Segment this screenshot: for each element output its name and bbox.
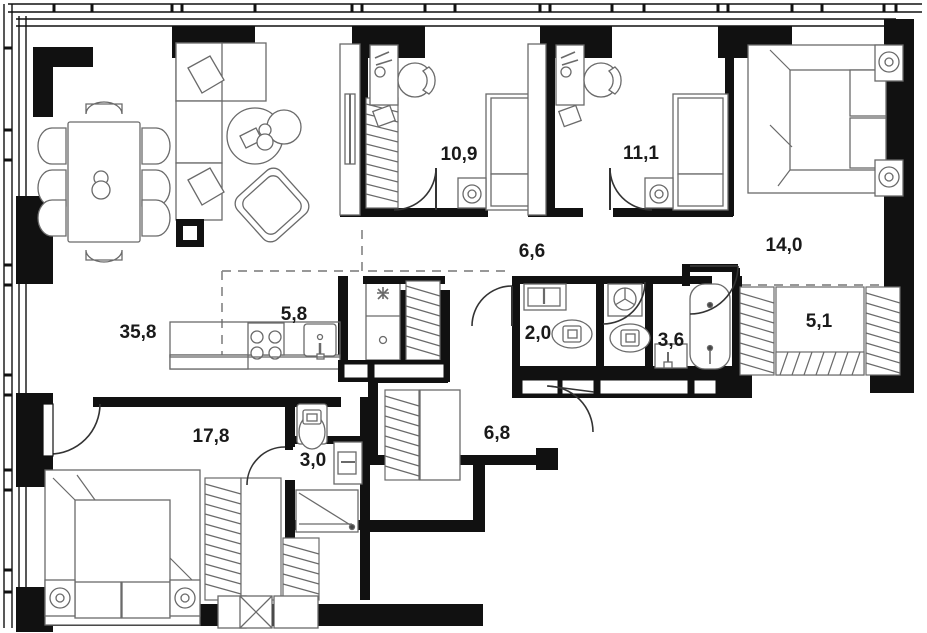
room-label-living-kitchen: 35,8 [119,322,157,343]
room-label-corridor-upper: 6,6 [518,241,546,262]
facade-glazing [3,3,922,628]
bedroom-178-furniture [44,469,201,626]
bathroom-36-fixtures [607,283,731,370]
wardrobe-hatching [204,97,901,601]
room-label-corridor-lower: 6,8 [483,423,511,444]
room-label-walk-in-closet: 5,1 [805,311,833,332]
door-swings [49,167,739,486]
wc-20-fixtures [523,283,593,349]
room-label-wc: 2,0 [524,323,552,344]
room-label-bathroom-main: 3,6 [657,330,685,351]
corridor-cabinet [419,389,461,481]
bathroom-30-fixtures [295,403,363,533]
kitchen-units [169,322,341,370]
structural-column [176,219,204,247]
living-room-furniture [37,42,310,263]
wall-cap [363,276,445,284]
room-label-bedroom-small-1: 10,9 [440,144,478,165]
bathroom-base-cabinets [512,376,752,398]
facade-mullions-left [4,46,12,594]
bedroom-111-furniture [555,44,729,211]
zone-boundaries-dashed [221,230,884,355]
utility-cabinet [365,280,401,361]
room-label-bedroom-small-2: 11,1 [623,143,659,164]
kitchen-counter-line [169,321,341,358]
bedroom-111-closet [527,43,547,216]
bottom-appliance-units [217,595,319,629]
room-label-bathroom-left: 3,0 [299,450,327,471]
facade-mullions-top [52,4,898,12]
master-bedroom-furniture [747,44,904,197]
hall-base-cabinets [338,360,450,382]
window-reveals [42,403,54,457]
room-label-bedroom-master: 14,0 [765,235,803,256]
room-label-kitchen-zone: 5,8 [280,304,308,325]
room-label-bedroom-left: 17,8 [192,426,230,447]
entry-closet-panel [339,43,361,216]
